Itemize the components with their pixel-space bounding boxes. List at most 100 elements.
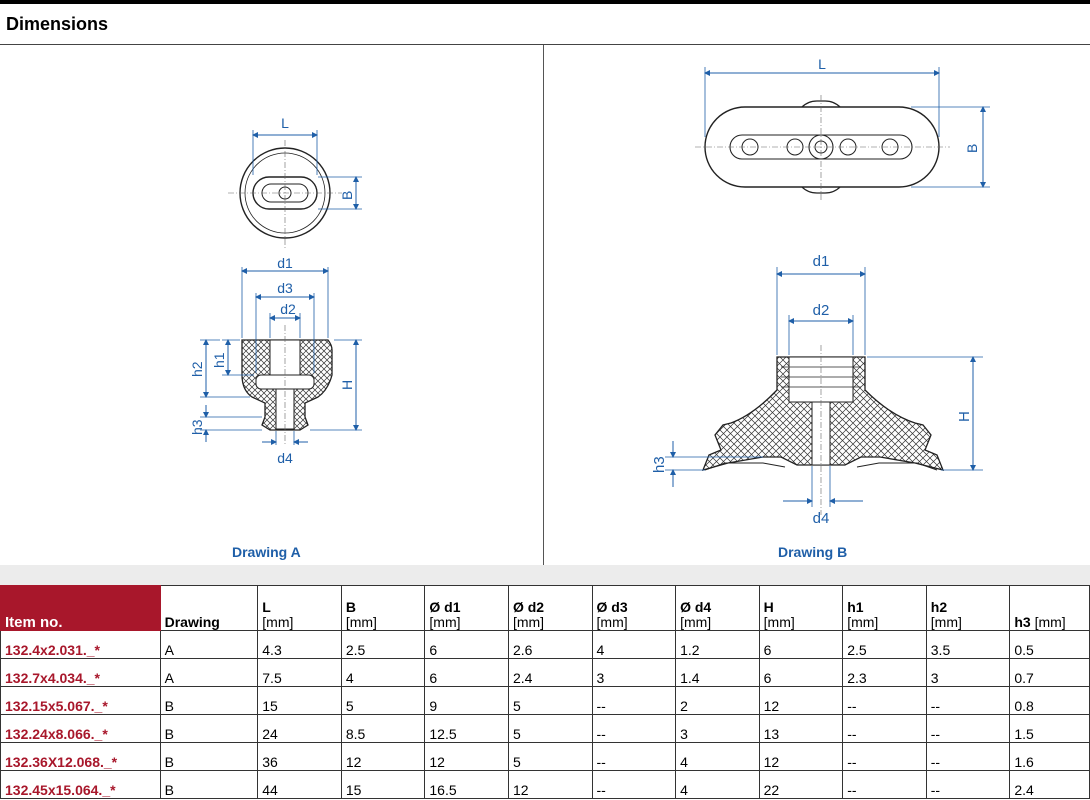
table-cell: 4 [675,770,760,799]
section-title: Dimensions [6,14,109,34]
header-drawing: Drawing [159,585,259,631]
drawing-b-caption: Drawing B [778,544,848,560]
table-cell: 2.4 [507,658,593,687]
table-cell: 5 [340,686,426,715]
table-row: 132.36X12.068._* B 36 12 12 5 -- 4 12 --… [0,742,1090,771]
table-cell: 13 [758,714,844,743]
table-cell: 3 [925,658,1011,687]
table-cell: 3.5 [925,630,1011,659]
table-cell: -- [842,686,927,715]
table-cell: 2 [675,686,760,715]
table-cell: 16.5 [424,770,509,799]
drawing-a-label-h3: h3 [189,419,205,435]
table-cell: 4 [675,742,760,771]
table-cell: B [159,714,259,743]
table-cell: 6 [424,658,509,687]
table-row: 132.4x2.031._* A 4.3 2.5 6 2.6 4 1.2 6 2… [0,630,1090,659]
table-header-row: Item no. Drawing L[mm] B[mm] Ø d1[mm] Ø … [0,585,1090,631]
table-cell: A [159,658,259,687]
drawing-b-label-h3: h3 [651,456,668,473]
table-cell: 1.4 [675,658,760,687]
header-d2: Ø d2[mm] [507,585,593,631]
drawing-b-label-b: B [964,144,980,153]
drawing-b-label-h: H [956,411,973,422]
header-b: B[mm] [340,585,426,631]
table-cell: 12 [340,742,426,771]
table-cell: -- [591,714,677,743]
table-cell: 24 [257,714,342,743]
table-cell: 12 [507,770,593,799]
drawing-b-svg: L B d1 d2 d4 [651,56,990,527]
drawing-a-label-h: H [339,380,355,390]
header-d1: Ø d1[mm] [424,585,509,631]
table-cell: 5 [507,742,593,771]
drawing-a-label-d4: d4 [277,450,293,466]
table-cell: 7.5 [257,658,342,687]
drawing-a-svg: L B d1 d3 d2 [189,115,362,466]
table-cell: -- [842,742,927,771]
header-h2: h2[mm] [925,585,1011,631]
table-row: 132.24x8.066._* B 24 8.5 12.5 5 -- 3 13 … [0,714,1090,743]
table-cell: 0.7 [1009,658,1090,687]
table-cell: -- [591,686,677,715]
item-number-cell: 132.24x8.066._* [0,714,161,743]
table-cell: A [159,630,259,659]
header-d4: Ø d4[mm] [675,585,760,631]
drawing-a-label-d3: d3 [277,280,293,296]
table-cell: 4.3 [257,630,342,659]
drawing-a-label-d2: d2 [280,301,296,317]
drawing-b-label-d4: d4 [813,510,830,527]
header-h1: h1[mm] [842,585,927,631]
table-cell: 1.6 [1009,742,1090,771]
table-cell: 12 [758,686,844,715]
table-cell: -- [842,770,927,799]
table-cell: -- [842,714,927,743]
table-cell: -- [925,742,1011,771]
drawing-b-panel: L B d1 d2 d4 [545,45,1090,565]
dimensions-table: Item no. Drawing L[mm] B[mm] Ø d1[mm] Ø … [0,585,1090,799]
table-cell: B [159,742,259,771]
table-cell: B [159,686,259,715]
table-cell: 3 [591,658,677,687]
header-item-no: Item no. [0,585,161,631]
table-cell: 6 [758,658,844,687]
item-number-cell: 132.7x4.034._* [0,658,161,687]
table-row: 132.7x4.034._* A 7.5 4 6 2.4 3 1.4 6 2.3… [0,658,1090,687]
drawing-a-label-d1: d1 [277,255,293,271]
table-cell: 1.5 [1009,714,1090,743]
drawing-b-section-view: d1 d2 d4 H h3 [651,253,983,527]
table-cell: -- [591,770,677,799]
table-cell: B [159,770,259,799]
table-cell: -- [925,714,1011,743]
item-number-cell: 132.15x5.067._* [0,686,161,715]
drawing-a-label-b: B [339,191,355,200]
panel-divider [543,45,544,565]
table-cell: 4 [591,630,677,659]
table-cell: 1.2 [675,630,760,659]
drawing-a-label-h2: h2 [189,361,205,377]
table-cell: 15 [257,686,342,715]
table-cell: -- [925,686,1011,715]
item-number-cell: 132.36X12.068._* [0,742,161,771]
drawing-b-label-d2: d2 [813,302,830,319]
table-cell: -- [925,770,1011,799]
drawing-b-label-l: L [818,56,826,72]
drawing-a-caption: Drawing A [232,544,301,560]
drawing-b-top-view: L B [695,56,990,200]
table-cell: 2.5 [340,630,426,659]
header-h3: h3 [mm] [1009,585,1090,631]
table-cell: 5 [507,714,593,743]
header-d3: Ø d3[mm] [591,585,677,631]
table-cell: 36 [257,742,342,771]
drawing-a-label-h1: h1 [211,352,227,368]
drawing-a-label-l: L [281,115,289,131]
table-cell: 3 [675,714,760,743]
table-cell: 4 [340,658,426,687]
table-cell: 0.5 [1009,630,1090,659]
drawing-a-section-view: d1 d3 d2 d4 H h1 h2 [189,255,362,466]
table-cell: 0.8 [1009,686,1090,715]
table-cell: 12 [424,742,509,771]
item-number-cell: 132.45x15.064._* [0,770,161,799]
table-cell: 12.5 [424,714,509,743]
table-cell: 6 [758,630,844,659]
